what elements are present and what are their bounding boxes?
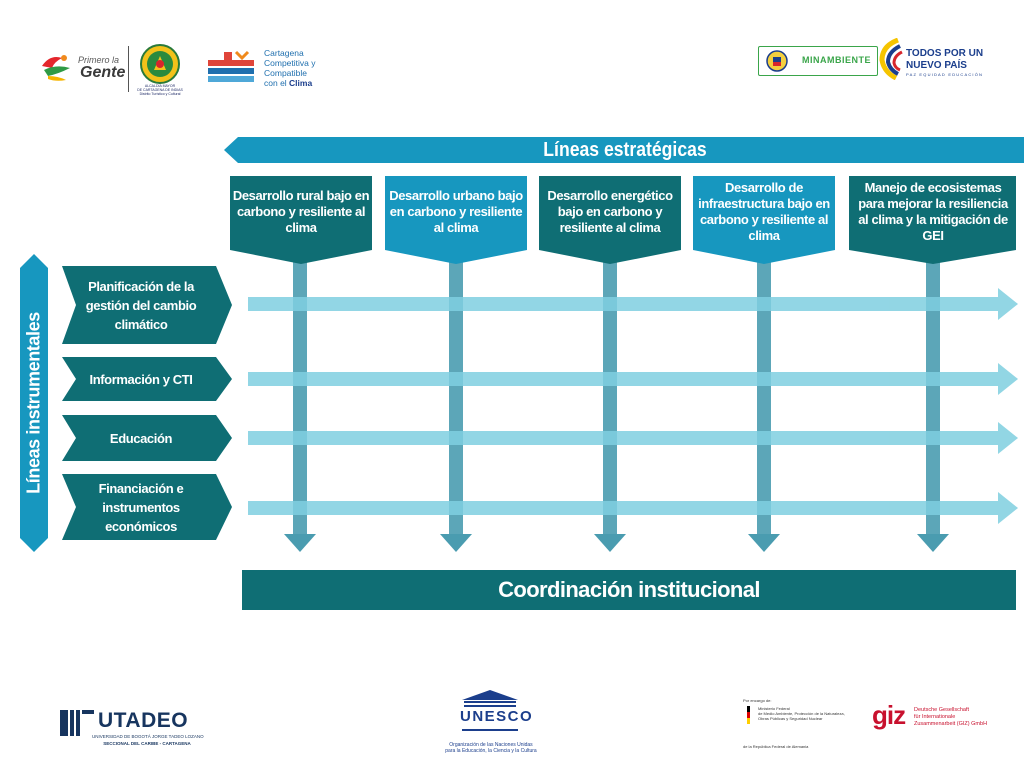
bmz-intro: Por encargo de: bbox=[743, 698, 772, 703]
unesco-temple-icon bbox=[462, 690, 518, 707]
bmz-line-2: de Medio Ambiente, Protección de la Natu… bbox=[758, 711, 845, 716]
alcaldia-caption-1: ALCALDÍA MAYOR bbox=[144, 84, 176, 88]
utadeo-subtitle-1: UNIVERSIDAD DE BOGOTÁ JORGE TADEO LOZANO bbox=[92, 734, 204, 739]
utadeo-mark-icon bbox=[60, 710, 94, 736]
giz-line-1: Deutsche Gesellschaft bbox=[914, 707, 970, 713]
cartagena-line-4: con el Clima bbox=[264, 78, 313, 88]
giz-line-2: für Internationale bbox=[914, 714, 956, 720]
instrumental-boxes bbox=[62, 266, 232, 540]
unesco-name: UNESCO bbox=[460, 708, 534, 725]
bmz-line-3: Obras Públicas y Seguridad Nuclear bbox=[758, 716, 823, 721]
logo-divider bbox=[128, 46, 129, 92]
vertical-arrow-4 bbox=[748, 262, 780, 552]
unesco-base-icon bbox=[462, 729, 518, 731]
coordination-bar bbox=[242, 570, 1016, 610]
instrumental-line-2-label: Información y CTI bbox=[89, 371, 193, 387]
horizontal-arrows bbox=[248, 288, 1018, 524]
tricolor-swoosh-icon bbox=[879, 38, 903, 80]
utadeo-name: UTADEO bbox=[98, 709, 189, 732]
primero-la-text: Primero la bbox=[78, 55, 120, 65]
tpun-line-2: NUEVO PAÍS bbox=[906, 60, 967, 71]
vertical-arrow-3 bbox=[594, 262, 626, 552]
strategic-line-2-label: Desarrollo urbano bajo en carbono y resi… bbox=[389, 188, 523, 235]
cartagena-line-3: Compatible bbox=[264, 68, 307, 78]
horizontal-arrow-2 bbox=[248, 363, 1018, 395]
minambiente-label: MINAMBIENTE bbox=[802, 55, 871, 65]
horizontal-arrow-1 bbox=[248, 288, 1018, 320]
strategic-box-4 bbox=[693, 176, 835, 264]
strategic-header-label: Líneas estratégicas bbox=[543, 138, 707, 161]
seal-icon bbox=[140, 44, 180, 84]
unesco-subtitle-1: Organización de las Naciones Unidas bbox=[449, 742, 533, 748]
instrumental-box-1 bbox=[62, 266, 232, 344]
gente-text: Gente bbox=[80, 64, 126, 81]
vertical-arrow-5 bbox=[917, 262, 949, 552]
vertical-arrow-2 bbox=[440, 262, 472, 552]
colombia-shield-icon bbox=[766, 50, 788, 72]
instrumental-line-1-label: Planificación de la gestión del cambio c… bbox=[85, 278, 197, 332]
strategic-box-2 bbox=[385, 176, 527, 264]
vertical-arrow-1 bbox=[284, 262, 316, 552]
strategic-box-5 bbox=[849, 176, 1016, 264]
strategic-line-5-label: Manejo de ecosistemas para mejorar la re… bbox=[858, 180, 1008, 243]
horizontal-arrow-4 bbox=[248, 492, 1018, 524]
minambiente-frame bbox=[758, 46, 878, 76]
alcaldia-caption-2: DE CARTAGENA DE INDIAS bbox=[137, 88, 183, 92]
instrumental-line-4-label: Financiación e instrumentos económicos bbox=[98, 480, 184, 534]
strategic-boxes bbox=[230, 176, 1016, 264]
bmz-outro: de la República Federal de Alemania bbox=[743, 744, 809, 749]
cartagena-line-2: Competitiva y bbox=[264, 58, 316, 68]
cartagena-wall-icon bbox=[208, 50, 254, 82]
strategic-box-1 bbox=[230, 176, 372, 264]
utadeo-subtitle-2: SECCIONAL DEL CARIBE - CARTAGENA bbox=[103, 741, 191, 746]
leaf-mark-icon bbox=[42, 55, 70, 81]
coordination-label: Coordinación institucional bbox=[498, 577, 760, 602]
strategic-line-3-label: Desarrollo energético bajo en carbono y … bbox=[547, 188, 673, 235]
tpun-line-1: TODOS POR UN bbox=[906, 48, 984, 59]
alcaldia-caption-3: Distrito Turístico y Cultural bbox=[139, 92, 181, 96]
giz-name: giz bbox=[872, 700, 906, 730]
strategic-box-3 bbox=[539, 176, 681, 264]
strategic-line-1-label: Desarrollo rural bajo en carbono y resil… bbox=[232, 188, 370, 235]
horizontal-arrow-3 bbox=[248, 422, 1018, 454]
instrumental-box-2 bbox=[62, 357, 232, 401]
bmz-line-1: Ministerio Federal bbox=[758, 706, 790, 711]
cartagena-line-1: Cartagena bbox=[264, 48, 304, 58]
instrumental-line-3-label: Educación bbox=[109, 430, 173, 446]
unesco-subtitle-2: para la Educación, la Ciencia y la Cultu… bbox=[445, 748, 537, 754]
giz-line-3: Zusammenarbeit (GIZ) GmbH bbox=[914, 721, 988, 727]
strategic-header-banner bbox=[224, 137, 1024, 163]
strategic-line-4-label: Desarrollo de infraestructura bajo en ca… bbox=[698, 180, 830, 243]
instrumental-box-3 bbox=[62, 415, 232, 461]
instrumental-box-4 bbox=[62, 474, 232, 540]
vertical-arrows bbox=[284, 262, 949, 552]
instrumental-side-banner bbox=[20, 254, 48, 552]
tpun-line-3: PAZ EQUIDAD EDUCACIÓN bbox=[906, 72, 984, 77]
german-flag-icon bbox=[747, 706, 750, 724]
